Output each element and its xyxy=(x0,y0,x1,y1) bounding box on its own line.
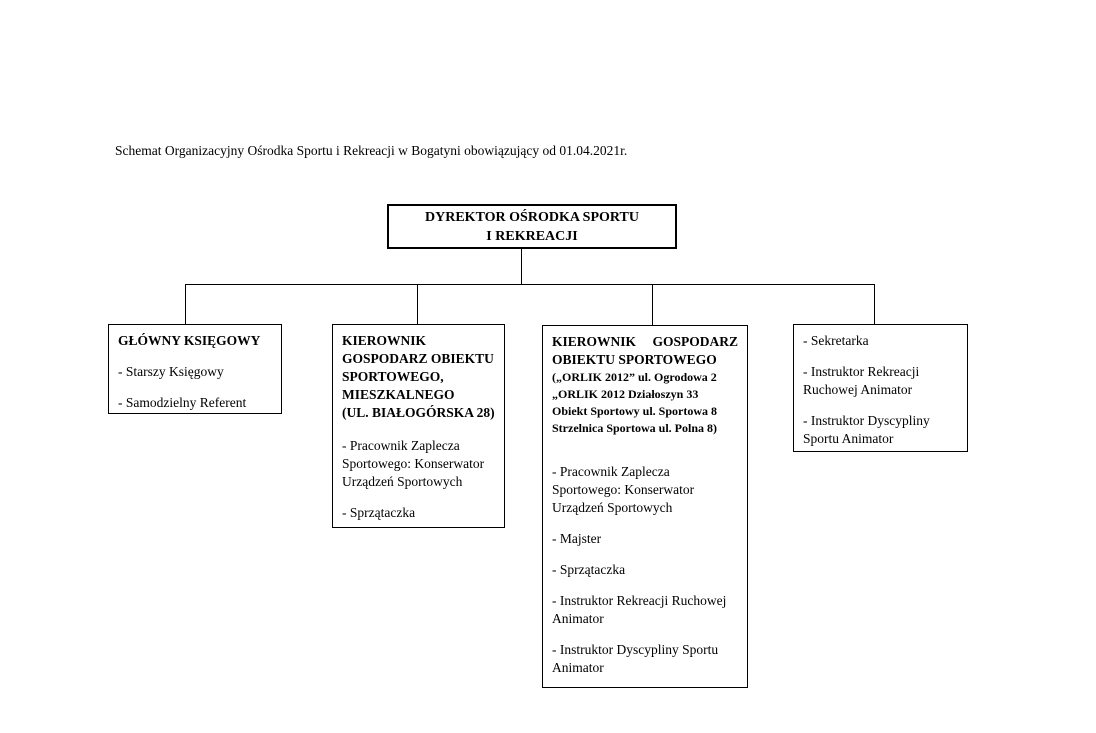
org-box-heading-line: SPORTOWEGO, xyxy=(342,369,444,384)
org-box-director: DYREKTOR OŚRODKA SPORTU I REKREACJI xyxy=(387,204,677,249)
org-box-kierownik-sportowego: KIEROWNIK GOSPODARZ OBIEKTU SPORTOWEGO (… xyxy=(542,325,748,688)
org-box-heading-line: GOSPODARZ OBIEKTU xyxy=(342,351,494,366)
org-position-item: - Samodzielny Referent xyxy=(118,395,247,410)
org-box-heading-line: OBIEKTU SPORTOWEGO xyxy=(552,352,717,367)
org-box-address-line: („ORLIK 2012” ul. Ogrodowa 2 xyxy=(552,370,717,384)
org-box-heading: GŁÓWNY KSIĘGOWY xyxy=(118,333,261,348)
connector-drop-glowny-ksiegowy xyxy=(185,284,186,324)
director-title-line2: I REKREACJI xyxy=(486,229,578,244)
org-position-item: - Sprzątaczka xyxy=(342,505,416,520)
org-position-item: - Instruktor Rekreacji Ruchowej Animator xyxy=(803,364,920,397)
org-position-item: - Sekretarka xyxy=(803,333,869,348)
connector-drop-kierownik-sportowego xyxy=(652,284,653,325)
org-position-item: - Pracownik Zaplecza Sportowego: Konserw… xyxy=(552,464,695,515)
org-position-item: - Pracownik Zaplecza Sportowego: Konserw… xyxy=(342,438,485,489)
org-box-sekretarka: - Sekretarka - Instruktor Rekreacji Ruch… xyxy=(793,324,968,452)
org-position-item: - Instruktor Dyscypliny Sportu Animator xyxy=(803,413,930,446)
org-box-address-line: „ORLIK 2012 Działoszyn 33 xyxy=(552,387,699,401)
org-position-item: - Majster xyxy=(552,531,602,546)
connector-drop-sekretarka xyxy=(874,284,875,324)
org-box-heading-line: KIEROWNIK GOSPODARZ xyxy=(552,334,738,349)
org-box-heading-line: (UL. BIAŁOGÓRSKA 28) xyxy=(342,405,495,420)
connector-root-stem xyxy=(521,249,522,285)
org-box-address-line: Strzelnica Sportowa ul. Polna 8) xyxy=(552,421,717,435)
org-box-glowny-ksiegowy: GŁÓWNY KSIĘGOWY - Starszy Księgowy - Sam… xyxy=(108,324,282,414)
org-box-address-line: Obiekt Sportowy ul. Sportowa 8 xyxy=(552,404,718,418)
org-box-heading-line: MIESZKALNEGO xyxy=(342,387,455,402)
org-position-item: - Instruktor Rekreacji Ruchowej Animator xyxy=(552,593,727,626)
page-title: Schemat Organizacyjny Ośrodka Sportu i R… xyxy=(115,143,628,158)
org-box-heading-line: KIEROWNIK xyxy=(342,333,427,348)
org-position-item: - Instruktor Dyscypliny Sportu Animator xyxy=(552,642,719,675)
org-position-item: - Starszy Księgowy xyxy=(118,364,224,379)
org-position-item: - Sprzątaczka xyxy=(552,562,626,577)
org-box-kierownik-mieszkalnego: KIEROWNIK GOSPODARZ OBIEKTU SPORTOWEGO, … xyxy=(332,324,505,528)
director-title-line1: DYREKTOR OŚRODKA SPORTU xyxy=(425,210,639,225)
connector-horizontal-rail xyxy=(185,284,875,285)
connector-drop-kierownik-mieszkalnego xyxy=(417,284,418,324)
